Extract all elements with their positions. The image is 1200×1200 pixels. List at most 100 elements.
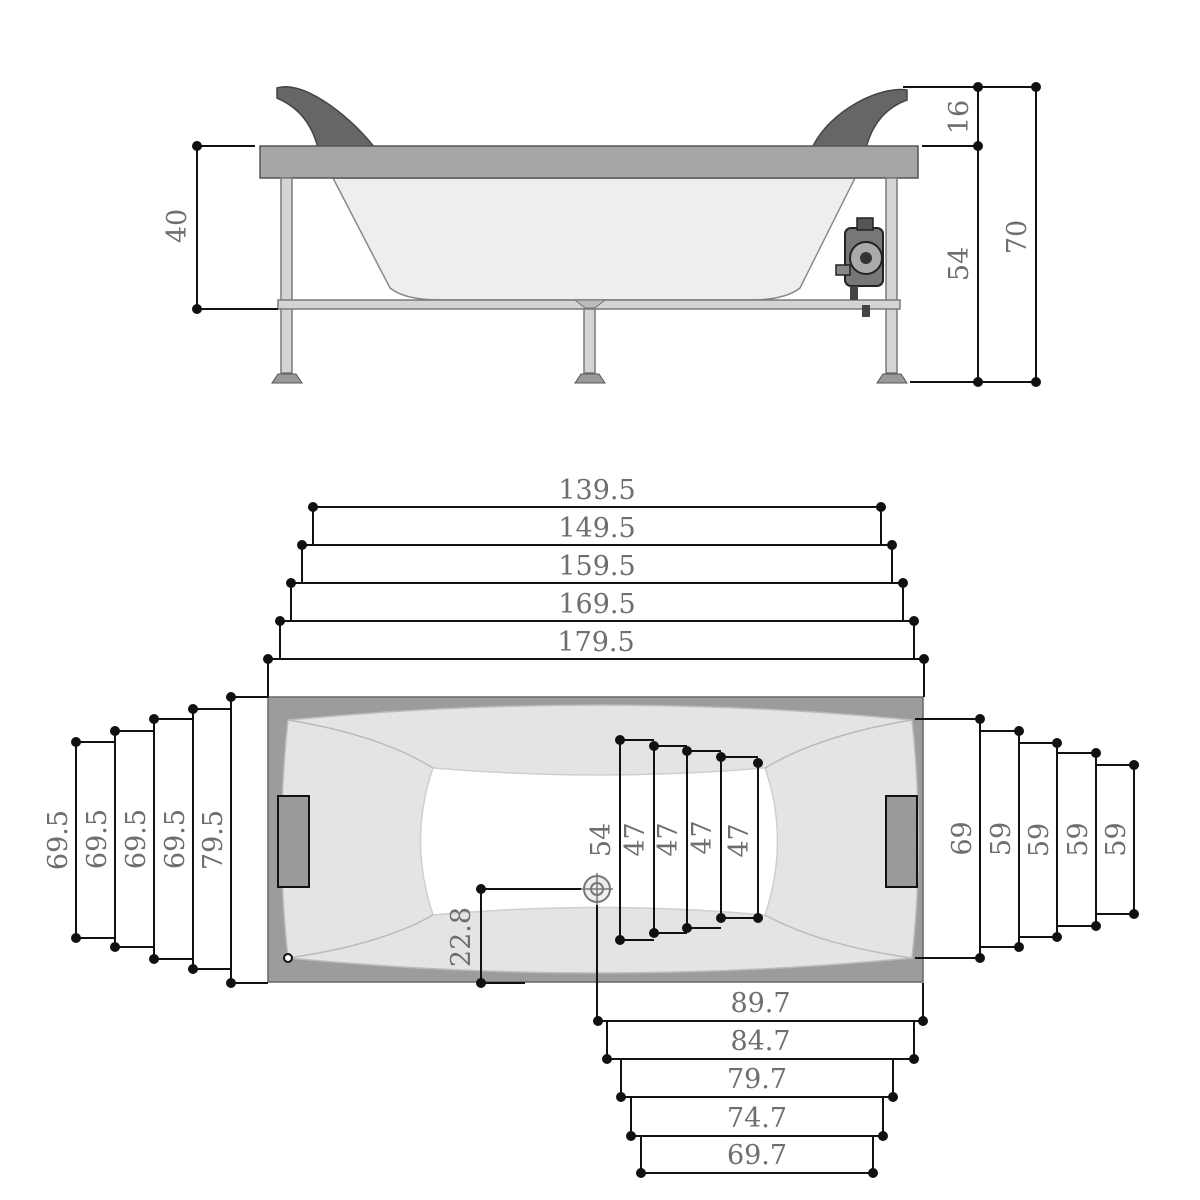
total-height-label: 70 bbox=[1002, 220, 1033, 254]
length-label-0: 139.5 bbox=[558, 475, 635, 506]
dim-rim-height: 16 bbox=[903, 82, 1036, 151]
drain-dist-dot-right-1 bbox=[909, 1054, 919, 1064]
length-dot-right-1 bbox=[887, 540, 897, 550]
drain-dist-label-0: 89.7 bbox=[730, 988, 790, 1019]
inner-width-dot-top-1 bbox=[649, 741, 659, 751]
overflow-icon bbox=[283, 953, 293, 963]
drain-dist-dot-right-2 bbox=[888, 1092, 898, 1102]
inner-width-label-3: 47 bbox=[687, 820, 718, 854]
dim-frame-height: 54 bbox=[910, 146, 1036, 387]
left-width-label-1: 69.5 bbox=[82, 809, 113, 869]
inner-width-dot-bottom-3 bbox=[716, 913, 726, 923]
left-width-label-4: 79.5 bbox=[198, 810, 229, 870]
left-width-dot-top-3 bbox=[188, 704, 198, 714]
length-dot-left-1 bbox=[297, 540, 307, 550]
inner-width-label-4: 47 bbox=[724, 823, 755, 857]
inner-width-dot-bottom-4 bbox=[753, 913, 763, 923]
inner-width-label-2: 47 bbox=[653, 822, 684, 856]
left-width-dot-bottom-2 bbox=[149, 954, 159, 964]
length-dimensions: 139.5 149.5 159.5 169.5 179.5 bbox=[263, 475, 929, 697]
inner-width-dot-bottom-0 bbox=[615, 935, 625, 945]
leg-right bbox=[885, 177, 898, 374]
length-label-1: 149.5 bbox=[558, 513, 635, 544]
left-width-label-2: 69.5 bbox=[121, 809, 152, 869]
side-view: 40 16 54 70 bbox=[162, 82, 1041, 387]
rim-shape bbox=[259, 145, 919, 179]
basin-depth-label: 40 bbox=[162, 209, 193, 243]
drain-dist-label-4: 69.7 bbox=[727, 1140, 787, 1171]
right-width-label-3: 59 bbox=[1063, 822, 1094, 856]
length-dot-right-3 bbox=[909, 616, 919, 626]
length-dot-left-2 bbox=[286, 578, 296, 588]
inner-width-dot-top-4 bbox=[753, 758, 763, 768]
length-label-2: 159.5 bbox=[558, 551, 635, 582]
frame-height-label: 54 bbox=[944, 247, 975, 281]
left-width-label-3: 69.5 bbox=[160, 809, 191, 869]
dim-basin-depth: 40 bbox=[162, 141, 278, 314]
dim-total-height: 70 bbox=[1002, 82, 1041, 387]
foot-middle bbox=[574, 373, 606, 384]
leg-middle bbox=[583, 304, 596, 374]
right-width-label-2: 59 bbox=[1024, 823, 1055, 857]
top-view: 139.5 149.5 159.5 169.5 179.5 69.5 69.5 69.5 69… bbox=[43, 475, 1139, 1178]
drain-dist-dot-right-3 bbox=[878, 1131, 888, 1141]
dim-drain-offset: 22.8 bbox=[446, 884, 581, 988]
drain-dist-label-2: 79.7 bbox=[727, 1064, 787, 1095]
left-width-dot-top-0 bbox=[71, 737, 81, 747]
left-width-dot-bottom-1 bbox=[110, 942, 120, 952]
inner-width-dot-top-0 bbox=[615, 735, 625, 745]
right-width-dot-top-1 bbox=[1014, 726, 1024, 736]
right-width-dot-top-4 bbox=[1129, 760, 1139, 770]
inner-width-dot-bottom-2 bbox=[682, 923, 692, 933]
length-label-4: 179.5 bbox=[557, 627, 634, 658]
right-handle-shape bbox=[810, 88, 908, 149]
drain-offset-label: 22.8 bbox=[446, 907, 477, 967]
length-dot-left-0 bbox=[308, 502, 318, 512]
drain-dist-label-3: 74.7 bbox=[727, 1103, 787, 1134]
right-width-dot-bottom-0 bbox=[975, 953, 985, 963]
left-width-label-0: 69.5 bbox=[43, 810, 74, 870]
leg-left bbox=[280, 177, 293, 374]
length-dot-right-0 bbox=[876, 502, 886, 512]
length-dot-right-2 bbox=[898, 578, 908, 588]
drain-distance-dimensions: 89.7 84.7 79.7 74.7 69.7 bbox=[593, 983, 928, 1178]
drain-dist-label-1: 84.7 bbox=[730, 1026, 790, 1057]
right-width-label-0: 69 bbox=[947, 821, 978, 855]
left-handle-icon bbox=[277, 795, 310, 888]
inner-width-dot-bottom-1 bbox=[649, 928, 659, 938]
drain-dist-dot-right-4 bbox=[868, 1168, 878, 1178]
length-label-3: 169.5 bbox=[558, 589, 635, 620]
right-width-label-4: 59 bbox=[1101, 822, 1132, 856]
drain-dist-dot-left-4 bbox=[636, 1168, 646, 1178]
inner-width-dot-top-2 bbox=[682, 746, 692, 756]
rim-height-label: 16 bbox=[944, 100, 975, 134]
pump-motor-icon bbox=[835, 217, 884, 317]
right-width-dot-bottom-4 bbox=[1129, 909, 1139, 919]
left-width-dot-bottom-3 bbox=[188, 964, 198, 974]
right-width-label-1: 59 bbox=[986, 822, 1017, 856]
inner-width-label-1: 47 bbox=[620, 822, 651, 856]
basin-shape bbox=[331, 177, 857, 301]
right-width-dot-top-3 bbox=[1091, 748, 1101, 758]
drain-dist-dot-left-2 bbox=[616, 1092, 626, 1102]
length-dot-left-3 bbox=[275, 616, 285, 626]
right-handle-icon bbox=[885, 795, 918, 888]
right-width-dot-top-2 bbox=[1052, 738, 1062, 748]
left-width-dot-top-4 bbox=[226, 692, 236, 702]
drain-dist-dot-left-1 bbox=[602, 1054, 612, 1064]
left-handle-shape bbox=[276, 86, 377, 149]
foot-left bbox=[271, 373, 303, 384]
right-width-dot-top-0 bbox=[975, 714, 985, 724]
drain-bump bbox=[573, 299, 607, 309]
inner-width-label-0: 54 bbox=[586, 823, 617, 857]
left-width-dot-bottom-4 bbox=[226, 978, 236, 988]
right-width-dot-bottom-3 bbox=[1091, 921, 1101, 931]
right-width-dot-bottom-1 bbox=[1014, 942, 1024, 952]
left-width-dot-bottom-0 bbox=[71, 933, 81, 943]
inner-width-dot-top-3 bbox=[716, 752, 726, 762]
left-width-dot-top-2 bbox=[149, 714, 159, 724]
